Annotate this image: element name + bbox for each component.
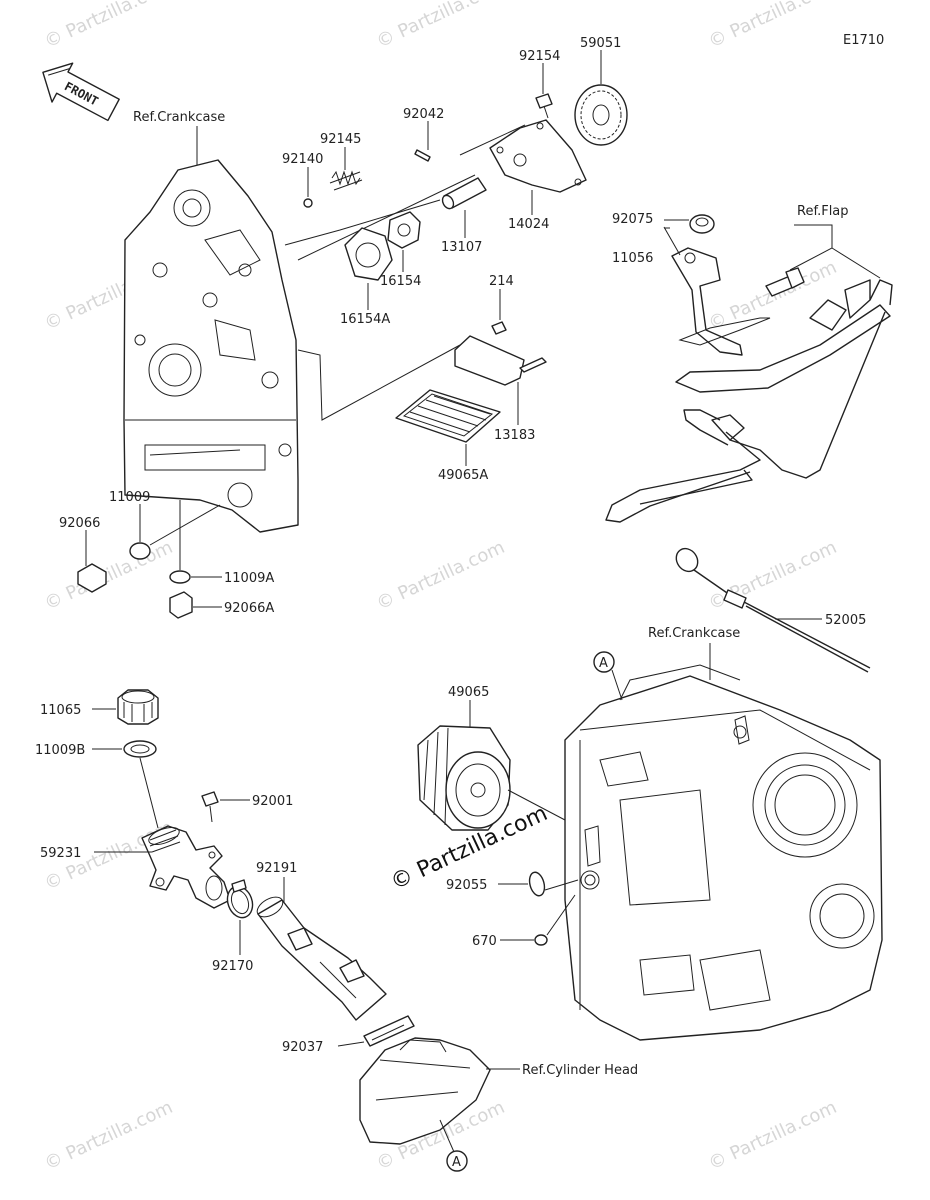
part-92001[interactable]: 92001 — [252, 794, 293, 809]
screw-214 — [491, 289, 507, 335]
part-92154[interactable]: 92154 — [519, 49, 560, 64]
part-92055[interactable]: 92055 — [446, 878, 487, 893]
part-49065[interactable]: 49065 — [448, 685, 489, 700]
part-92066[interactable]: 92066 — [59, 516, 100, 531]
part-52005[interactable]: 52005 — [825, 613, 866, 628]
watermark: © Partzilla.com — [41, 1097, 176, 1175]
inner-rotor-16154 — [387, 211, 421, 272]
hose-92191 — [256, 877, 387, 1021]
crankcase-lower — [564, 643, 883, 1041]
pump-cover-14024 — [489, 119, 587, 215]
ref-crankcase-bottom: Ref.Crankcase — [648, 626, 740, 641]
part-59051[interactable]: 59051 — [580, 36, 621, 51]
part-670[interactable]: 670 — [472, 934, 497, 949]
part-13107[interactable]: 13107 — [441, 240, 482, 255]
ref-flap: Ref.Flap — [797, 204, 849, 219]
watermark: © Partzilla.com — [705, 537, 840, 615]
watermark: © Partzilla.com — [41, 0, 176, 53]
plate-13183 — [454, 335, 547, 425]
part-11009[interactable]: 11009 — [109, 490, 150, 505]
watermark: © Partzilla.com — [41, 537, 176, 615]
washer-11009B — [123, 740, 157, 758]
part-49065A[interactable]: 49065A — [438, 468, 488, 483]
bolt-92001 — [201, 791, 250, 823]
ball-92140 — [303, 198, 313, 208]
washer-11009 — [129, 542, 151, 560]
gear-59051 — [574, 50, 628, 146]
front-arrow: FRONT — [42, 62, 120, 122]
part-16154A[interactable]: 16154A — [340, 312, 390, 327]
ref-cylinder-head: Ref.Cylinder Head — [522, 1063, 638, 1078]
part-11056[interactable]: 11056 — [612, 251, 653, 266]
part-11065[interactable]: 11065 — [40, 703, 81, 718]
plug-92066A — [169, 591, 222, 619]
watermark: © Partzilla.com — [373, 537, 508, 615]
clamp-92170 — [226, 879, 254, 955]
watermark: © Partzilla.com — [705, 1097, 840, 1175]
part-92170[interactable]: 92170 — [212, 959, 253, 974]
callout-a-bottom — [446, 1150, 468, 1172]
part-92075[interactable]: 92075 — [612, 212, 653, 227]
oring-670 — [534, 934, 548, 946]
part-92066A[interactable]: 92066A — [224, 601, 274, 616]
oil-filter-49065 — [417, 700, 566, 831]
watermark: © Partzilla.com — [373, 0, 508, 53]
part-16154[interactable]: 16154 — [380, 274, 421, 289]
shaft-13107 — [441, 177, 487, 238]
grommet-92075 — [689, 214, 715, 234]
part-92037[interactable]: 92037 — [282, 1040, 323, 1055]
outer-rotor-16154A — [344, 227, 393, 310]
filler-neck-59231 — [141, 825, 231, 909]
washer-11009A — [169, 500, 222, 584]
part-92042[interactable]: 92042 — [403, 107, 444, 122]
flap-linkage — [605, 279, 893, 523]
part-92191[interactable]: 92191 — [256, 861, 297, 876]
bolt-92154 — [535, 63, 553, 119]
crankcase-cover — [123, 126, 299, 533]
oring-92055 — [528, 871, 546, 897]
bolt-flap — [765, 267, 805, 297]
cap-11065 — [117, 689, 159, 725]
part-14024[interactable]: 14024 — [508, 217, 549, 232]
part-92145[interactable]: 92145 — [320, 132, 361, 147]
watermark: © Partzilla.com — [705, 0, 840, 53]
part-11009A[interactable]: 11009A — [224, 571, 274, 586]
part-11009B[interactable]: 11009B — [35, 743, 85, 758]
spring-92145 — [329, 170, 363, 191]
diagram-code: E1710 — [843, 33, 884, 48]
callout-a-top-letter: A — [599, 656, 608, 671]
part-59231[interactable]: 59231 — [40, 846, 81, 861]
part-13183[interactable]: 13183 — [494, 428, 535, 443]
strainer-49065A — [395, 389, 501, 466]
bracket-11056 — [671, 247, 743, 356]
part-92140[interactable]: 92140 — [282, 152, 323, 167]
clip-92037 — [337, 1015, 415, 1047]
plug-92066 — [77, 530, 107, 593]
ref-crankcase-top: Ref.Crankcase — [133, 110, 225, 125]
callout-a-bottom-letter: A — [452, 1155, 461, 1170]
callout-a-top — [593, 651, 615, 673]
part-214[interactable]: 214 — [489, 274, 514, 289]
pin-92042 — [414, 149, 431, 162]
cylinder-head-fragment — [359, 1037, 520, 1153]
dipstick-52005 — [675, 547, 871, 673]
